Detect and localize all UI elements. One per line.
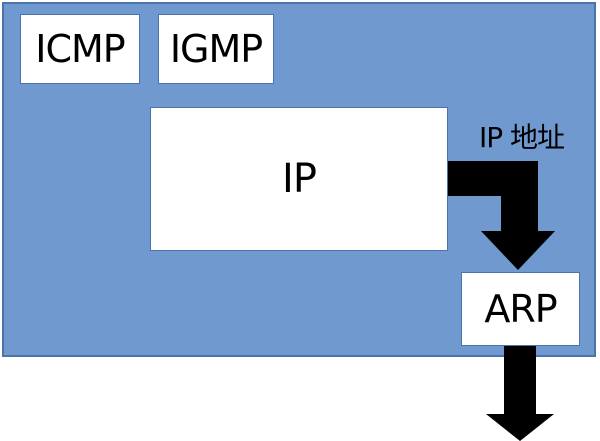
igmp-box: IGMP — [158, 14, 274, 84]
icmp-label: ICMP — [35, 27, 125, 71]
arp-down-arrow — [486, 346, 554, 441]
arp-label: ARP — [484, 287, 557, 331]
ip-to-arp-arrow — [448, 161, 555, 270]
ip-label: IP — [282, 156, 317, 202]
ip-address-annotation: IP 地址 — [479, 121, 565, 154]
arp-box: ARP — [461, 272, 580, 346]
igmp-label: IGMP — [169, 27, 263, 71]
icmp-box: ICMP — [20, 14, 140, 84]
ip-box: IP — [150, 107, 448, 251]
